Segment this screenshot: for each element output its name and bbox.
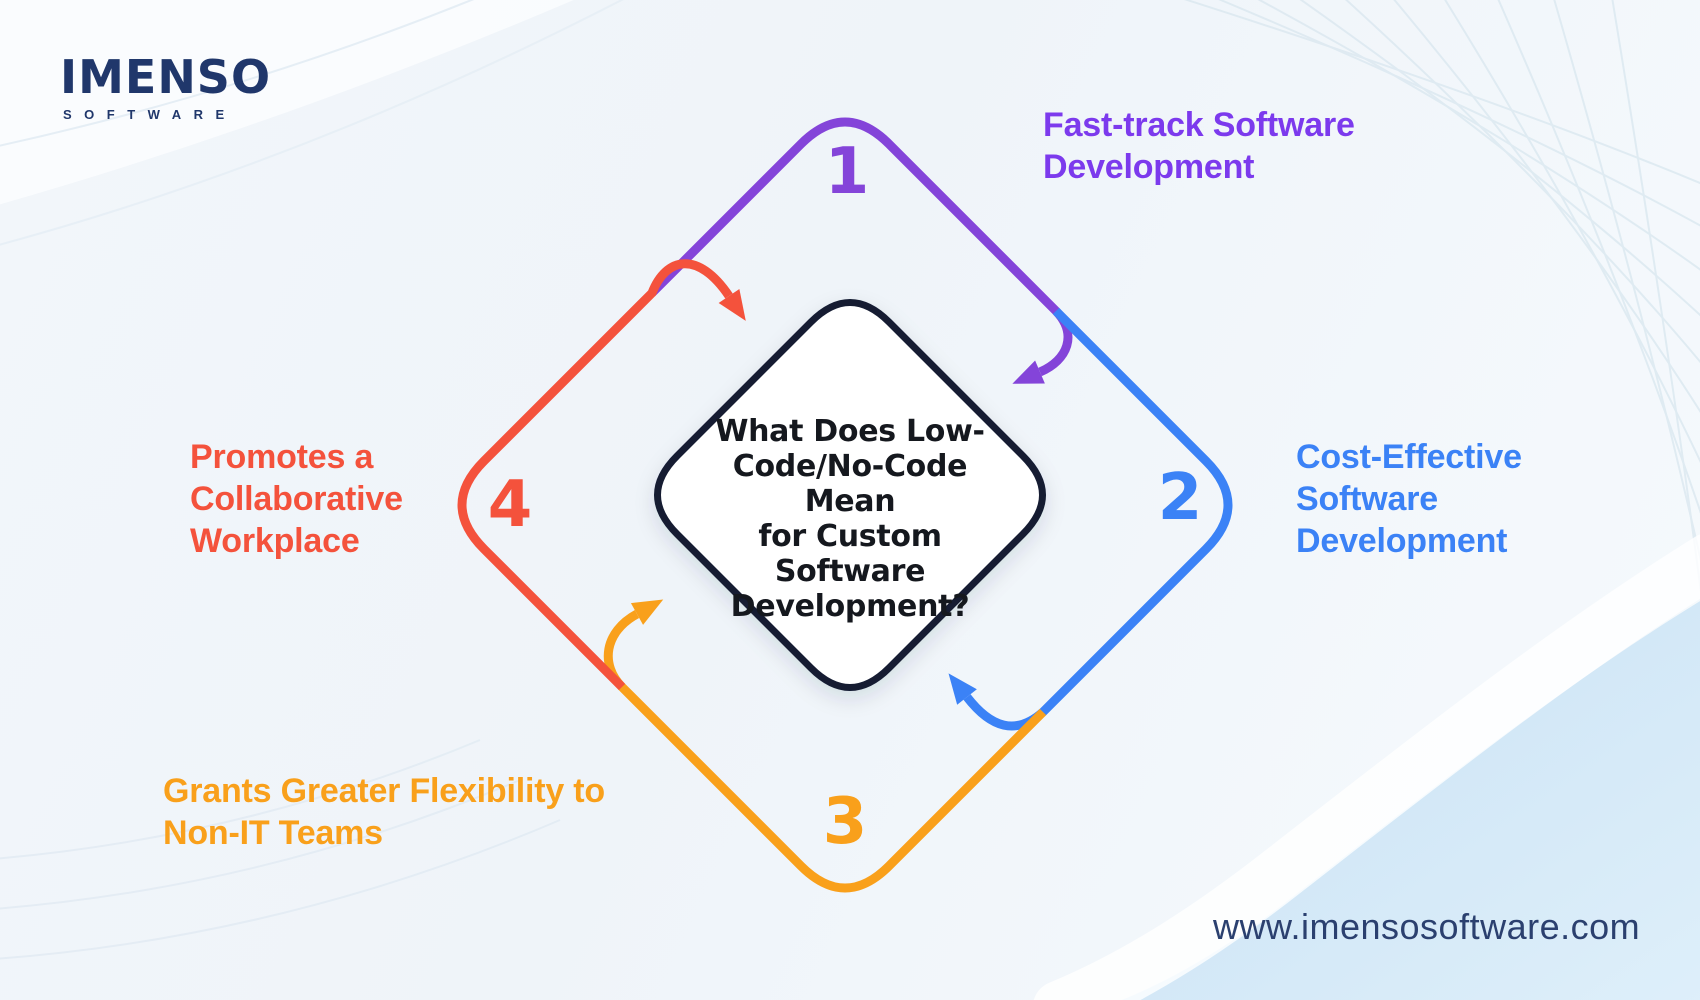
step1-label: Fast-track Software Development — [1043, 104, 1355, 188]
step3-arrow-icon — [630, 599, 664, 625]
step2-label: Cost-Effective Software Development — [1296, 436, 1522, 562]
step1-number: 1 — [824, 135, 870, 209]
step2-label-line: Development — [1296, 522, 1508, 561]
step2-edge-path — [963, 307, 1233, 731]
step3-label-line: Grants Greater Flexibility to — [163, 772, 605, 810]
step4-label-line: Collaborative — [190, 480, 403, 519]
step1-label-line: Fast-track Software — [1043, 106, 1355, 144]
logo-subtitle: SOFTWARE — [63, 107, 237, 122]
step3-label-line: Non-IT Teams — [163, 814, 383, 853]
step1-label-line: Development — [1043, 148, 1255, 187]
website-url: www.imensosoftware.com — [1213, 906, 1641, 947]
step3-label: Grants Greater Flexibility to Non-IT Tea… — [163, 770, 605, 854]
center-title-line: for Custom Software — [758, 519, 942, 590]
topleft-wave-line — [0, 0, 475, 147]
step4-number: 4 — [487, 468, 533, 542]
step4-label-line: Workplace — [190, 522, 360, 561]
step1-arrow-icon — [1012, 360, 1045, 384]
step4-edge-path — [457, 259, 733, 691]
center-title-line: What Does Low- — [715, 414, 985, 449]
step2-arrow-icon — [948, 673, 977, 705]
center-diamond-card — [654, 299, 1046, 691]
step2-label-line: Software — [1296, 480, 1438, 519]
bottomleft-wave-lines — [0, 739, 561, 960]
topleft-wave-line — [0, 0, 624, 246]
step3-number: 3 — [822, 785, 868, 859]
center-card-title: What Does Low- Code/No-Code Mean for Cus… — [695, 414, 1005, 625]
bottomright-wave-wedge — [1121, 601, 1700, 1000]
step2-number: 2 — [1157, 461, 1203, 535]
step2-label-line: Cost-Effective — [1296, 438, 1522, 476]
step1-edge-path — [648, 117, 1073, 377]
bottomright-wave-highlight — [1033, 534, 1700, 1000]
step4-label: Promotes a Collaborative Workplace — [190, 436, 403, 562]
center-title-line: Code/No-Code Mean — [732, 449, 968, 520]
step3-edge-path — [603, 610, 1047, 893]
step4-arrow-icon — [718, 289, 746, 321]
logo-title: IMENSO — [60, 50, 272, 104]
topleft-wave-band — [0, 0, 574, 205]
center-title-line: Development? — [730, 589, 970, 625]
step4-label-line: Promotes a — [190, 438, 374, 476]
logo: IMENSO SOFTWARE — [60, 54, 271, 122]
topright-wave-fan — [1183, 0, 1700, 593]
